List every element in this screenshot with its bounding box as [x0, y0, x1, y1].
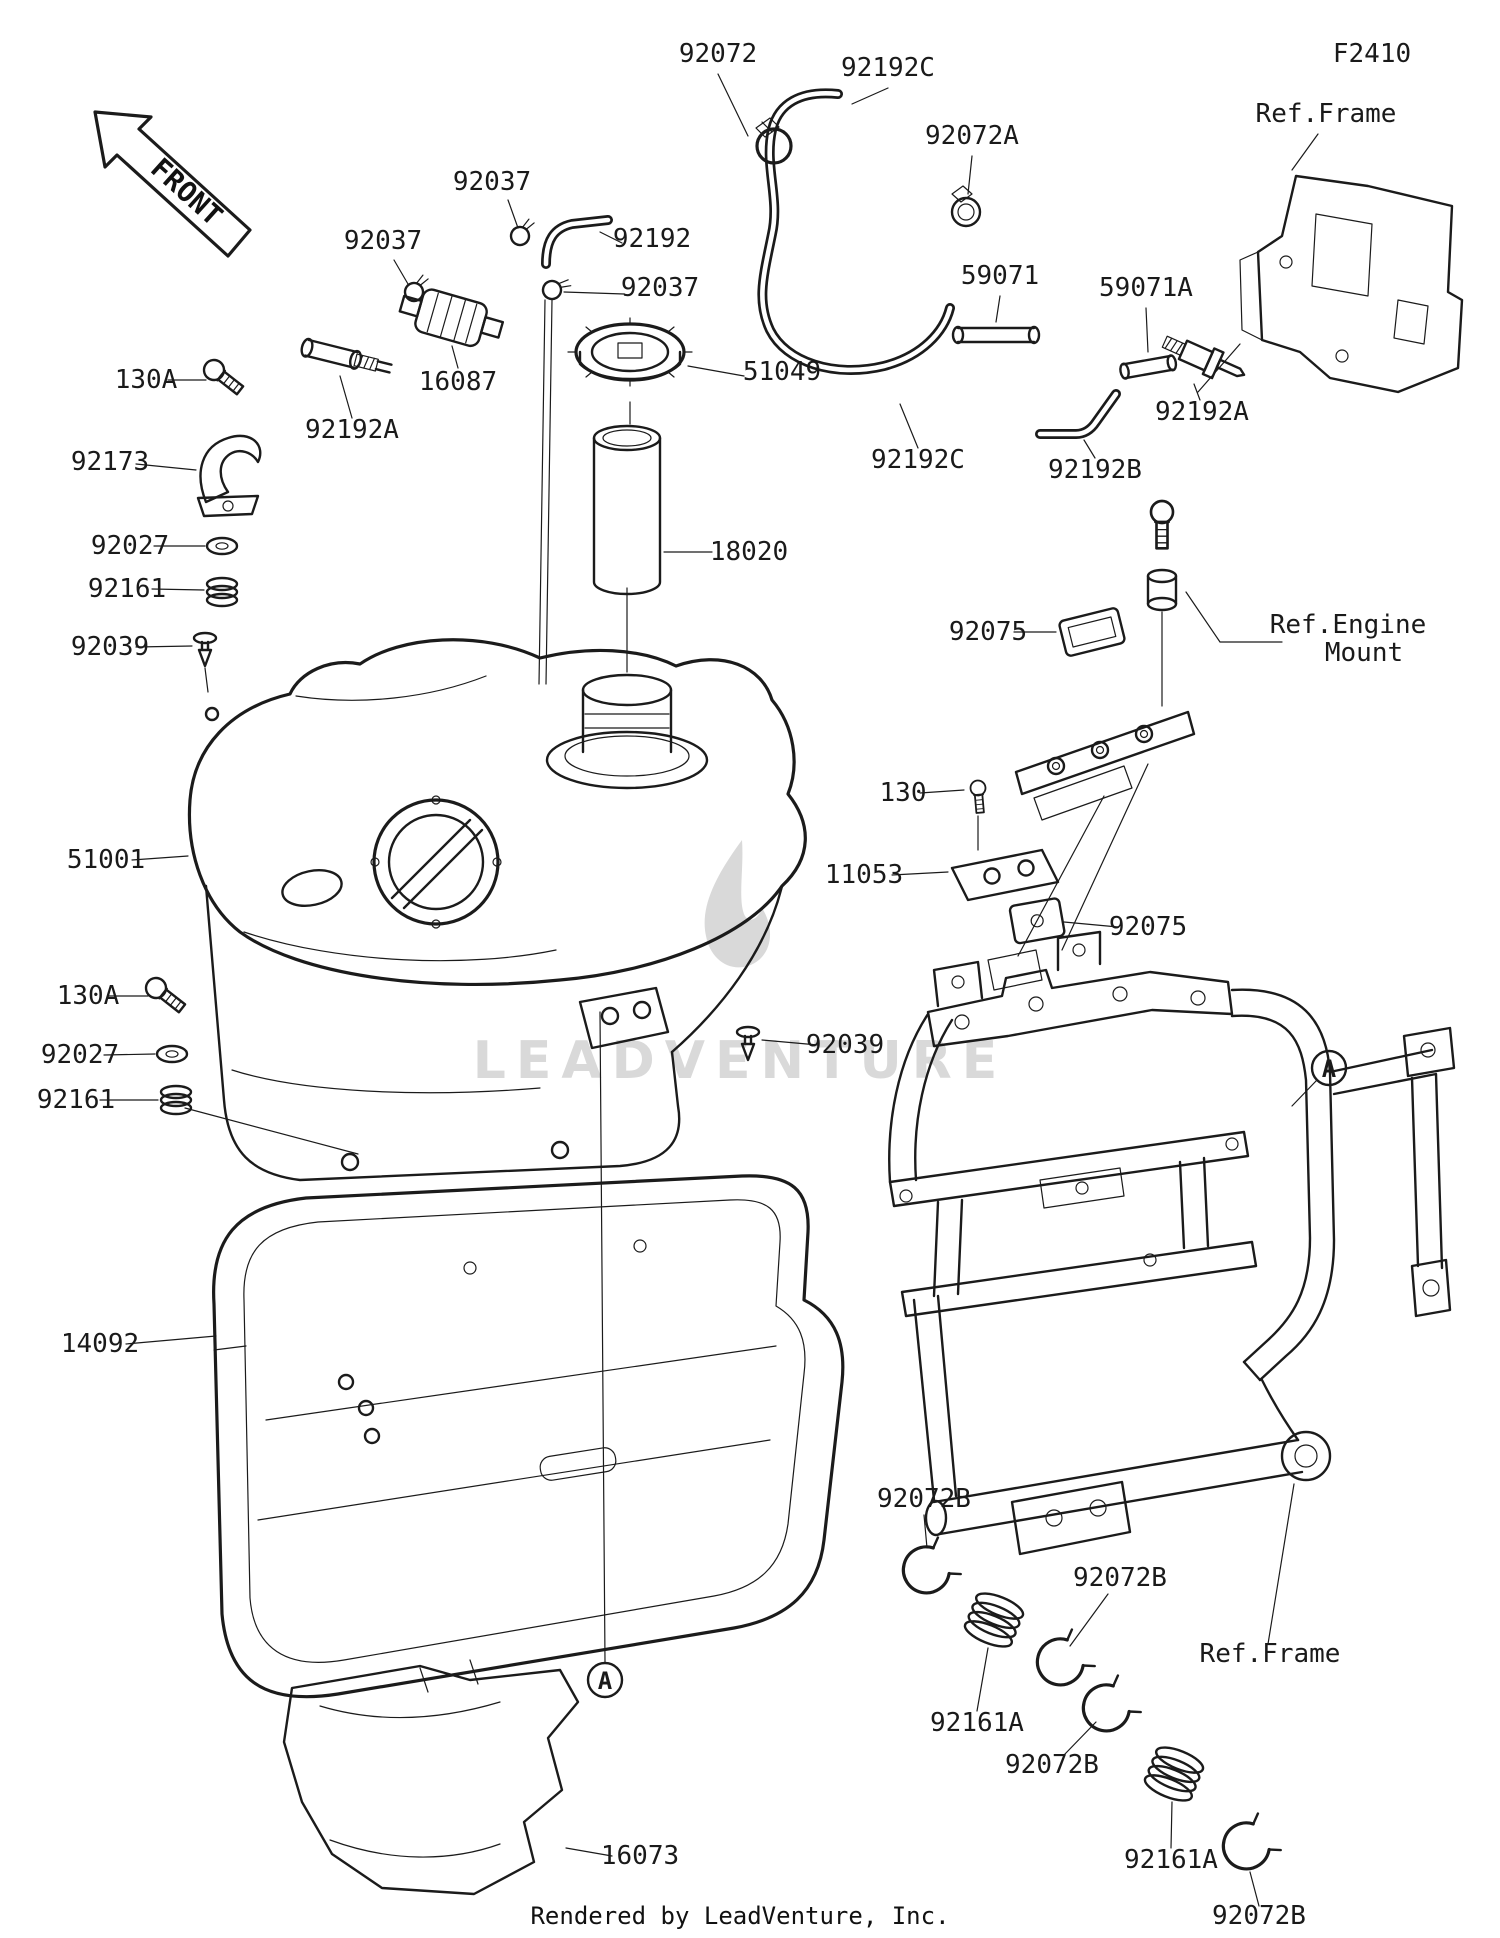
part-label-11053: 11053 — [825, 860, 903, 890]
part-label-51001: 51001 — [67, 845, 145, 875]
part-label-92192b: 92192B — [1048, 455, 1142, 485]
view-marker-a-bottom: A — [586, 1661, 624, 1699]
part-label-92037-2: 92037 — [344, 226, 422, 256]
leadventure-watermark: LEADVENTURE — [473, 840, 1008, 1091]
part-label-130a-2: 130A — [57, 981, 120, 1011]
part-label-59071: 59071 — [961, 261, 1039, 291]
clamp-92072b-2 — [1027, 1626, 1098, 1695]
part-label-92075-2: 92075 — [1109, 912, 1187, 942]
part-label-92072: 92072 — [679, 39, 757, 69]
bolt-130 — [968, 778, 989, 815]
hose-clamp-92072 — [755, 117, 793, 165]
part-label-92027-2: 92027 — [41, 1040, 119, 1070]
view-marker-a-right: A — [1310, 1049, 1348, 1087]
part-label-92072a: 92072A — [925, 121, 1019, 151]
part-label-92027-1: 92027 — [91, 531, 169, 561]
engine-mount-assembly — [1014, 499, 1196, 821]
part-label-92161a-1: 92161A — [930, 1708, 1024, 1738]
leader-lines — [99, 73, 1319, 1907]
part-label-92192c-bottom: 92192C — [871, 445, 965, 475]
grommet-92161-upper — [205, 576, 239, 608]
fuel-hose-92192-elbow — [541, 215, 613, 269]
fuel-tank-51001 — [187, 638, 807, 1182]
part-label-14092: 14092 — [61, 1329, 139, 1359]
bracket-plate-11053 — [950, 848, 1060, 902]
tank-cover-14092 — [212, 1174, 845, 1699]
bolt-130a-lower — [140, 972, 190, 1018]
part-label-130: 130 — [880, 778, 927, 808]
tube-clamp-92037-lower — [539, 272, 574, 305]
joint-pipe-59071 — [951, 325, 1041, 345]
heat-shield-16073 — [282, 1664, 580, 1896]
part-label-92072b-1: 92072B — [877, 1484, 971, 1514]
part-label-92039-1: 92039 — [71, 632, 149, 662]
fuel-hose-92192b — [1035, 389, 1121, 439]
part-label-92161-2: 92161 — [37, 1085, 115, 1115]
hose-clamp-92072a — [950, 185, 982, 228]
fuel-cap-51049 — [567, 317, 693, 387]
washer-92027-upper — [205, 536, 239, 556]
view-marker-a-bottom-label: A — [598, 1667, 613, 1695]
pipe-92192a-left — [300, 337, 393, 374]
frame-reference-top — [1239, 174, 1464, 394]
damper-block-92075 — [1008, 897, 1066, 945]
fuel-hose-92192c — [757, 88, 955, 375]
part-label-92192a-right: 92192A — [1155, 397, 1249, 427]
part-label-92192a-left: 92192A — [305, 415, 399, 445]
part-label-92037-3: 92037 — [621, 273, 699, 303]
part-label-92072b-3: 92072B — [1005, 1750, 1099, 1780]
filler-tube-18020 — [592, 424, 662, 596]
footer-credit: Rendered by LeadVenture, Inc. — [530, 1902, 949, 1930]
part-label-92192c-top: 92192C — [841, 53, 935, 83]
part-label-92072b-4: 92072B — [1212, 1901, 1306, 1931]
part-label-16087: 16087 — [419, 367, 497, 397]
front-direction-arrow: FRONT — [93, 110, 252, 258]
bolt-130a-upper — [198, 354, 248, 400]
part-labels: 92072 92192C 92072A Ref.Frame 92037 9203… — [37, 39, 1426, 1931]
part-label-92072b-2: 92072B — [1073, 1563, 1167, 1593]
clamp-92072b-4 — [1213, 1810, 1284, 1879]
part-label-92173: 92173 — [71, 447, 149, 477]
grommet-92161a-1 — [960, 1587, 1028, 1653]
fuel-filter-16087 — [398, 288, 505, 348]
part-label-18020: 18020 — [710, 537, 788, 567]
rivet-92039-upper — [192, 631, 218, 668]
watermark-text: LEADVENTURE — [473, 1031, 1008, 1091]
grommet-92161a-2 — [1140, 1741, 1208, 1807]
part-label-92161-1: 92161 — [88, 574, 166, 604]
main-frame — [888, 930, 1456, 1556]
ref-frame-top-label: Ref.Frame — [1256, 99, 1397, 129]
clamp-92072b-3 — [1073, 1672, 1144, 1741]
part-label-92161a-2: 92161A — [1124, 1845, 1218, 1875]
ref-engine-mount-label-line1: Ref.Engine — [1270, 610, 1427, 640]
part-label-130a-1: 130A — [115, 365, 178, 395]
joint-pipe-59071a — [1119, 354, 1178, 380]
ref-engine-mount-label-line2: Mount — [1325, 638, 1403, 668]
figure-code: F2410 — [1333, 39, 1411, 69]
tube-clamp-92037-upper — [506, 216, 540, 249]
grommet-92161-lower — [159, 1084, 193, 1116]
bracket-92173 — [196, 434, 262, 518]
part-label-92037-1: 92037 — [453, 167, 531, 197]
part-label-16073: 16073 — [601, 1841, 679, 1871]
watermark-flame-icon — [704, 840, 771, 968]
part-label-51049: 51049 — [743, 357, 821, 387]
view-marker-a-right-label: A — [1322, 1055, 1337, 1083]
part-label-92075-1: 92075 — [949, 617, 1027, 647]
ref-frame-bottom-label: Ref.Frame — [1200, 1639, 1341, 1669]
clamp-92072b-1 — [893, 1534, 964, 1603]
pipe-92192a-right — [1161, 335, 1246, 380]
part-label-92192: 92192 — [613, 224, 691, 254]
part-label-92039-2: 92039 — [806, 1030, 884, 1060]
part-label-59071a: 59071A — [1099, 273, 1193, 303]
washer-92027-lower — [155, 1044, 189, 1064]
